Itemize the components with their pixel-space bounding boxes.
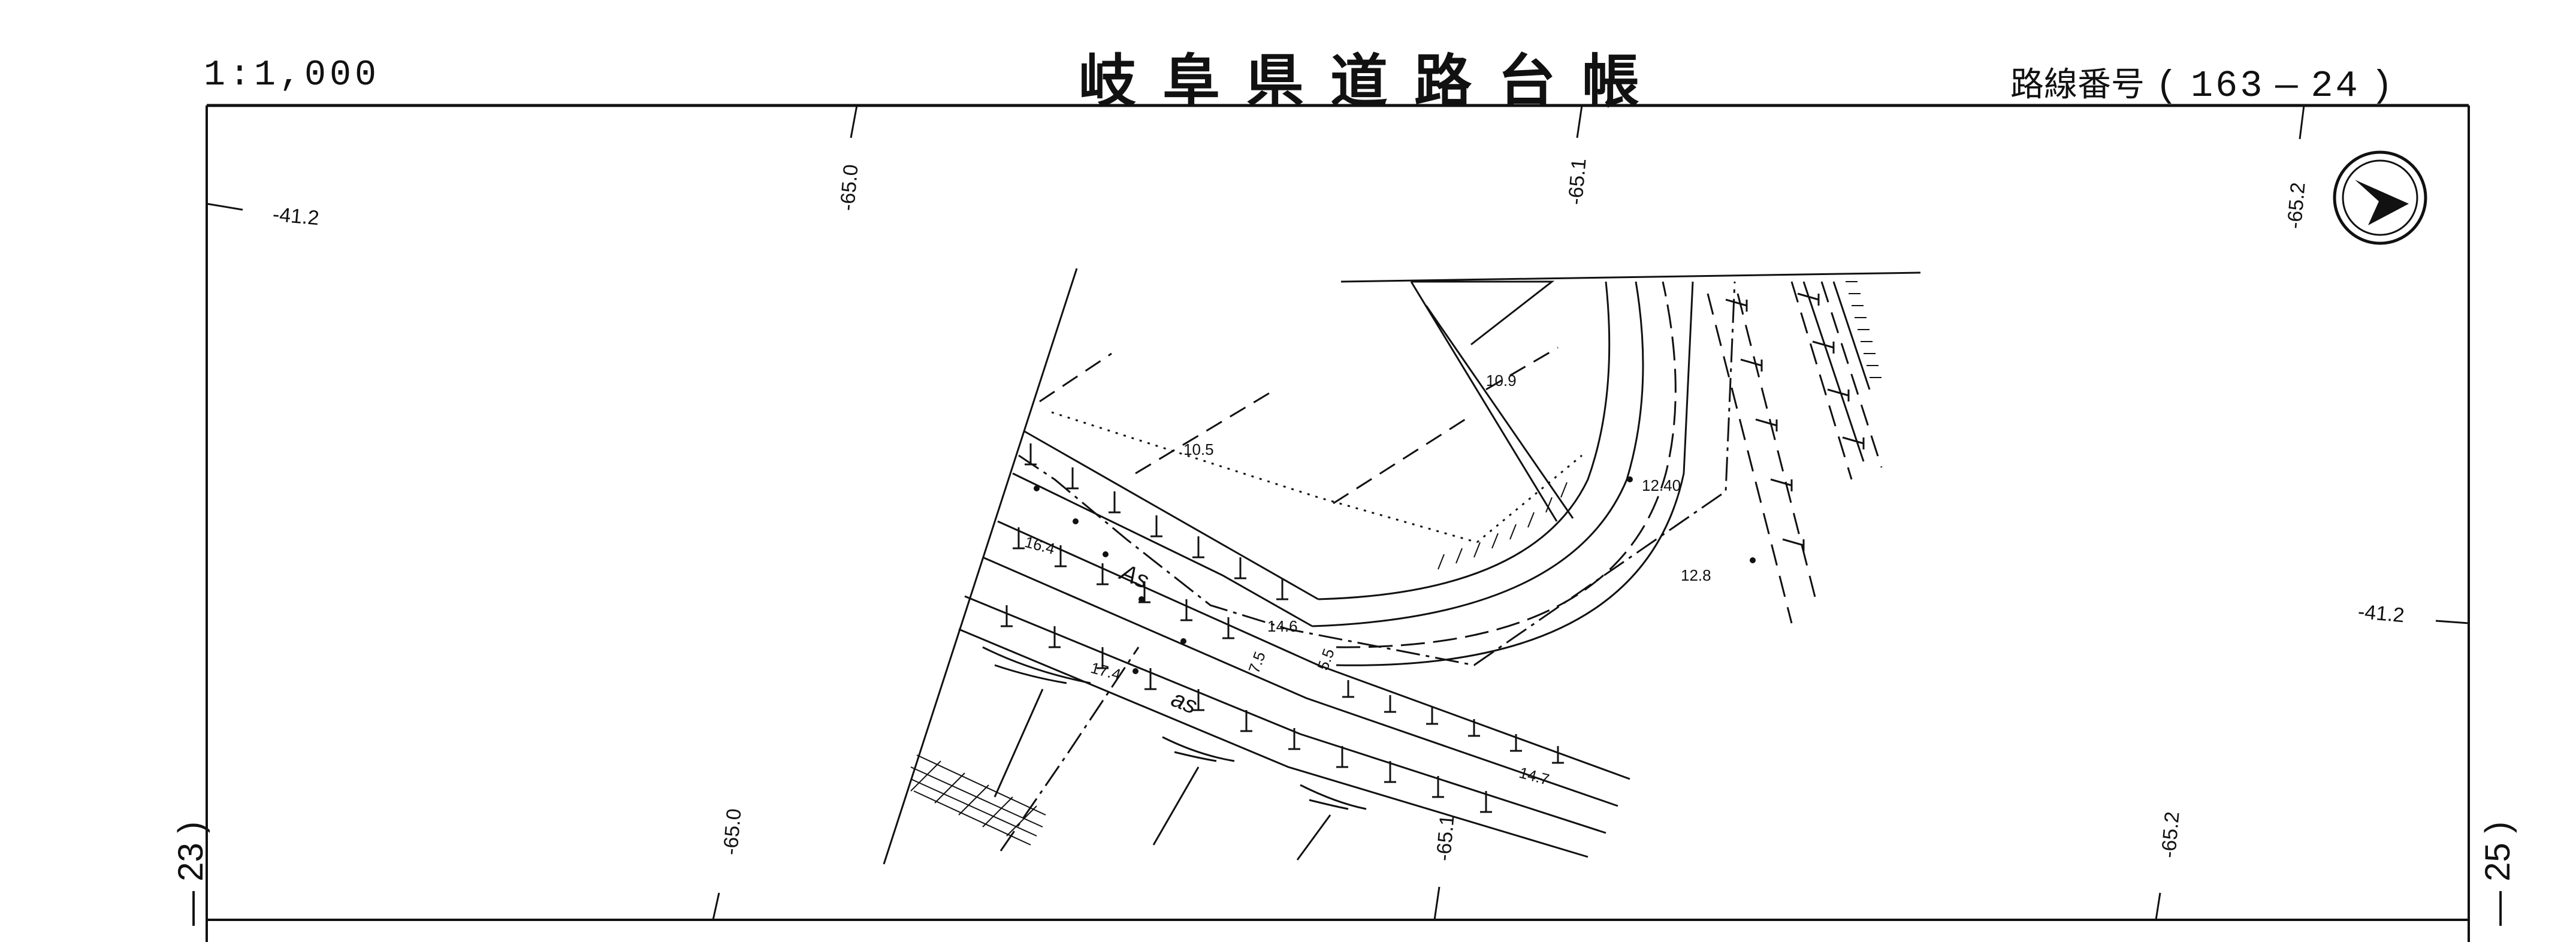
grid-ticks	[206, 105, 2469, 920]
grid-label-bottom-652: -65.2	[2157, 810, 2184, 859]
map-scale: 1:1,000	[204, 55, 380, 96]
dim-10-9: 10.9	[1486, 372, 1517, 390]
grid-label-bottom-651: -65.1	[1432, 813, 1459, 862]
grid-label-top-650: -65.0	[836, 163, 863, 212]
dim-12-40: 12.40	[1642, 476, 1681, 494]
grid-label-top-652: -65.2	[2283, 181, 2310, 230]
sheet-ref-left: — 23 )	[171, 821, 210, 926]
route-close-paren: )	[2370, 65, 2396, 107]
route-open-paren: (	[2155, 65, 2181, 107]
guardrail-marks	[1001, 292, 1865, 813]
route-number-value: 163	[2190, 65, 2265, 107]
slope-hatching	[1438, 281, 1882, 570]
north-arrow-icon	[2333, 150, 2427, 245]
road-plan	[883, 268, 1921, 865]
dim-14-6: 14.6	[1267, 617, 1298, 635]
cross-hatch-area	[910, 754, 1046, 846]
route-label: 路線番号	[2010, 65, 2145, 104]
page-title: 岐阜県道路台帳	[1079, 48, 1666, 115]
route-dash: —	[2275, 65, 2300, 107]
route-number: 路線番号 ( 163 — 24 )	[2010, 58, 2396, 107]
grid-label-bottom-650: -65.0	[719, 807, 746, 856]
grid-label-top-651: -65.1	[1564, 157, 1591, 206]
grid-label-right-412: -41.2	[2357, 600, 2406, 627]
map-frame	[206, 104, 2470, 942]
grid-label-left-412: -41.2	[271, 203, 321, 230]
embankment-symbols	[982, 646, 1367, 861]
sheet-ref-right: — 25 )	[2478, 821, 2517, 926]
route-section-value: 24	[2311, 65, 2360, 107]
dim-12-8: 12.8	[1681, 566, 1711, 584]
point-markers	[1034, 476, 1756, 674]
dim-10-5: 10.5	[1183, 440, 1214, 458]
